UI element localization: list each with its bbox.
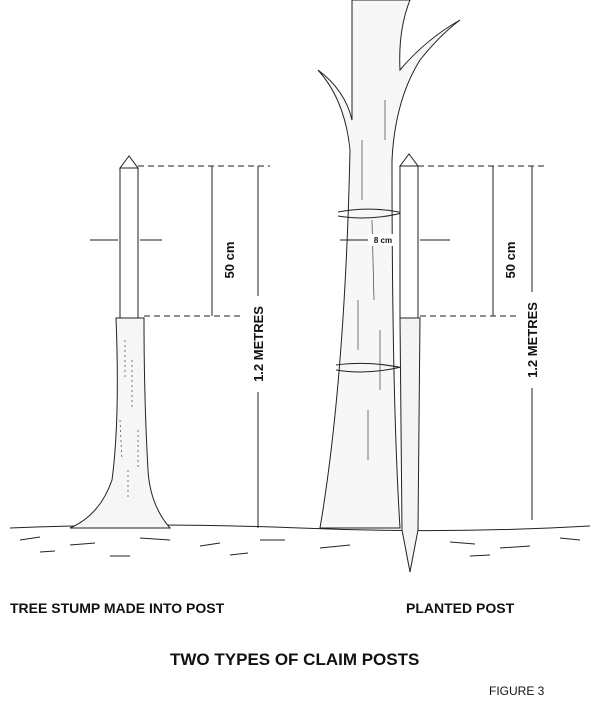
width-dim-label: 8 cm [374, 236, 392, 245]
right-50cm-label: 50 cm [503, 242, 518, 279]
left-height-label: 1.2 METRES [251, 306, 266, 382]
left-dimensions: 50 cm 1.2 METRES [90, 165, 270, 528]
planted-post [399, 153, 421, 573]
right-dimensions: 8 cm 50 cm 1.2 METRES [340, 165, 545, 520]
right-height-label: 1.2 METRES [525, 302, 540, 378]
diagram-title: TWO TYPES OF CLAIM POSTS [170, 650, 420, 669]
right-post-caption: PLANTED POST [406, 600, 515, 616]
left-post-caption: TREE STUMP MADE INTO POST [10, 600, 225, 616]
tree-stump-post [69, 155, 172, 529]
figure-number: FIGURE 3 [489, 684, 545, 698]
left-50cm-label: 50 cm [222, 242, 237, 279]
ground [9, 524, 591, 557]
tree [317, 0, 461, 529]
